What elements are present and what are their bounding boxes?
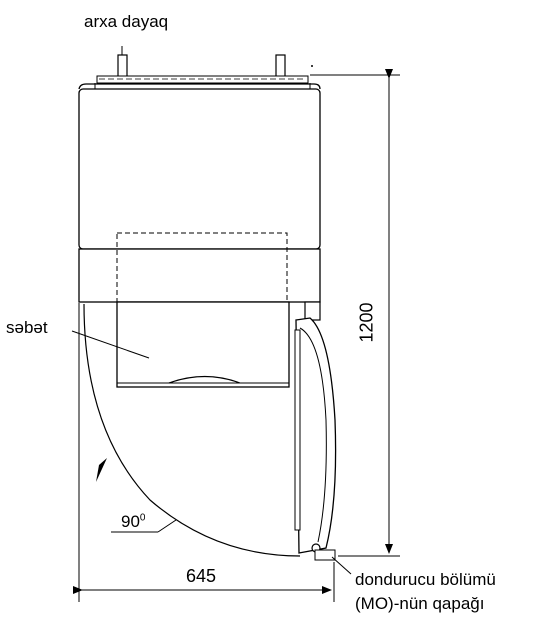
height-label: 1200 [356, 302, 377, 343]
width-label: 645 [186, 566, 217, 586]
freezer-door-label-line2: (MO)-nün qapağı [355, 594, 485, 613]
height-dimension [310, 65, 400, 557]
open-door [294, 301, 337, 561]
angle-unit: 0 [139, 512, 146, 524]
basket-label: səbət [6, 318, 48, 337]
angle-value: 90 [121, 512, 140, 531]
basket-drawing [116, 232, 290, 388]
freezer-door-label-line1: dondurucu bölümü [355, 570, 496, 589]
door-leader [331, 556, 352, 575]
rear-stand-label: arxa dayaq [84, 12, 169, 31]
rear-stands [94, 54, 311, 89]
swing-arc [83, 303, 301, 557]
width-dimension [73, 303, 335, 602]
cabinet-body [78, 83, 321, 303]
angle-label: 900 [121, 512, 145, 532]
